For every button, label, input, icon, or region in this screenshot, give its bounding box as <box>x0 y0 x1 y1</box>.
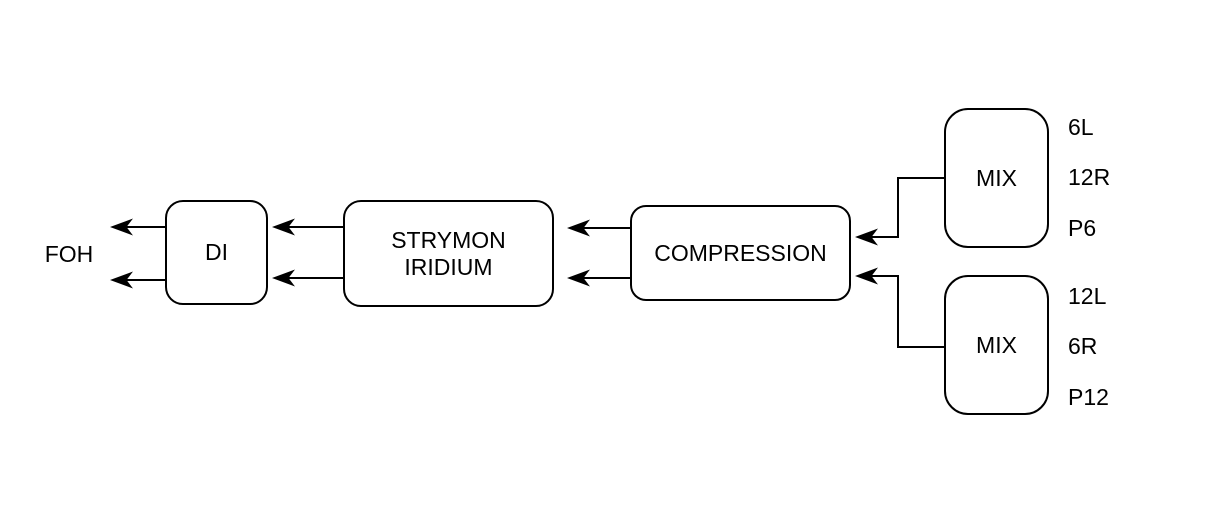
arrowhead-icon <box>855 267 878 285</box>
connector-mix-bottom-to-compression <box>871 275 944 348</box>
port-label-p6: P6 <box>1068 215 1097 241</box>
arrowhead-icon <box>567 219 590 237</box>
arrowhead-icon <box>110 271 133 289</box>
node-di-label: DI <box>205 239 228 265</box>
connector-mix-top-to-compression <box>871 177 944 238</box>
node-strymon-line1: STRYMON <box>391 226 506 253</box>
node-mix-top-label: MIX <box>976 164 1017 191</box>
arrowhead-icon <box>110 218 133 236</box>
arrowhead-icon <box>272 218 295 236</box>
node-compression: COMPRESSION <box>630 205 851 301</box>
port-label-12r: 12R <box>1068 164 1111 190</box>
node-compression-label: COMPRESSION <box>654 239 827 266</box>
port-label-6l: 6L <box>1068 114 1094 140</box>
arrowhead-icon <box>855 228 878 246</box>
foh-label: FOH <box>44 241 94 267</box>
node-di: DI <box>165 200 268 305</box>
arrowhead-icon <box>272 269 295 287</box>
node-mix-bottom-label: MIX <box>976 331 1017 358</box>
node-strymon-iridium-label: STRYMON IRIDIUM <box>391 227 506 281</box>
node-strymon-line2: IRIDIUM <box>404 253 493 280</box>
node-mix-top: MIX <box>944 108 1049 248</box>
port-label-p12: P12 <box>1068 384 1109 410</box>
port-label-6r: 6R <box>1068 333 1098 359</box>
node-strymon-iridium: STRYMON IRIDIUM <box>343 200 554 307</box>
node-mix-bottom: MIX <box>944 275 1049 415</box>
port-label-12l: 12L <box>1068 283 1107 309</box>
arrowhead-icon <box>567 269 590 287</box>
